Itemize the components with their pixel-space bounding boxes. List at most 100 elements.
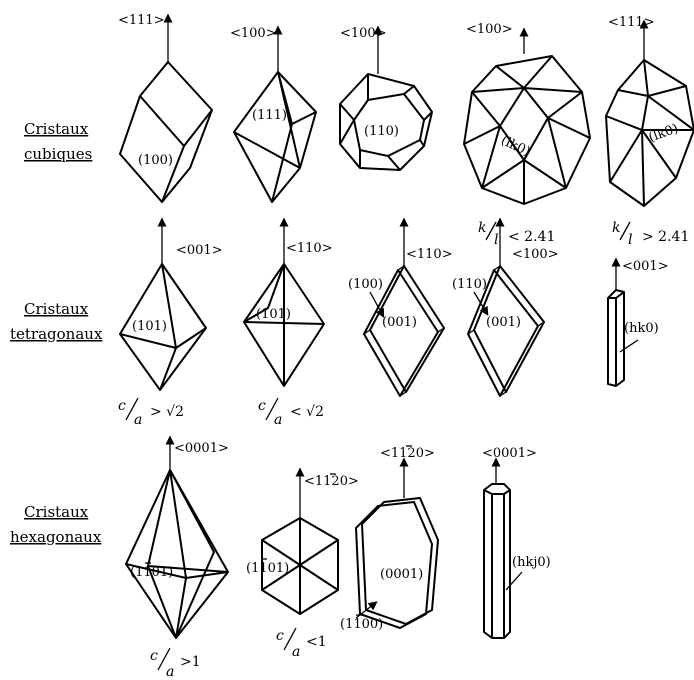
- ratio-relation: < √2: [290, 404, 324, 420]
- prism-outline: [607, 289, 625, 387]
- direction-label: <111>: [608, 15, 655, 30]
- prism-edges: [608, 291, 625, 386]
- direction-label: <001>: [176, 243, 223, 258]
- octahedron-outline: [233, 71, 317, 203]
- crystal-cubic-1: <111> (100): [118, 13, 213, 203]
- face-label-top: (001): [382, 315, 417, 330]
- leader-arrow: [369, 291, 385, 318]
- row-title-hexagonal-line2: hexagonaux: [10, 528, 102, 546]
- ratio-numerator: c: [150, 648, 158, 664]
- crystal-cubic-5: <111> (lk0) k l > 2.41: [605, 15, 694, 248]
- ratio-slash: [265, 397, 279, 421]
- ratio-slash: [157, 647, 171, 671]
- direction-label: <001>: [622, 259, 669, 274]
- ratio-numerator: k: [612, 220, 620, 236]
- direction-label: <1120>: [304, 474, 359, 489]
- ratio-label: c a <1: [276, 627, 327, 660]
- ratio-denominator: l: [494, 232, 498, 248]
- crystal-cubic-4: <100> (lk0) k l < 2.41: [463, 22, 591, 248]
- face-label: (101): [132, 319, 167, 334]
- direction-label: <111>: [118, 13, 165, 28]
- leader-arrow: [473, 291, 489, 316]
- hexagon-edges: [261, 518, 339, 614]
- tetrahexahedron-111-edges: [605, 59, 694, 207]
- crystal-hexagonal-3: <1120> (0001) (1100): [340, 445, 439, 632]
- row-title-tetragonal: Cristaux tetragonaux: [10, 300, 103, 343]
- cube-outline: [119, 61, 213, 203]
- direction-label: <1120>: [380, 446, 435, 461]
- ratio-denominator: a: [292, 644, 300, 660]
- row-title-tetragonal-line2: tetragonaux: [10, 325, 103, 343]
- face-label: (hkj0): [512, 555, 551, 570]
- dodecahedron-edges: [339, 74, 433, 171]
- direction-label: <0001>: [482, 446, 537, 461]
- crystal-hexagonal-1: <0001> (1101) c a >1: [125, 435, 229, 680]
- ratio-label: k l > 2.41: [612, 220, 689, 248]
- row-title-hexagonal: Cristaux hexagonaux: [10, 503, 102, 546]
- dodecahedron-inner-face: [353, 93, 425, 157]
- ratio-label: c a >1: [150, 647, 201, 680]
- face-label-side: (100): [348, 277, 383, 292]
- face-label: (111): [252, 108, 287, 123]
- hex-prism-outline: [483, 483, 511, 639]
- crystal-cubic-3: <100> (110): [339, 25, 433, 171]
- face-label: (101): [256, 307, 291, 322]
- leader-line: [505, 571, 523, 591]
- ratio-denominator: a: [134, 412, 142, 428]
- face-label-top: (0001): [380, 567, 423, 582]
- plate-thickness-edges: [467, 265, 545, 397]
- ratio-relation: < 2.41: [508, 229, 555, 245]
- row-title-hexagonal-line1: Cristaux: [24, 503, 89, 521]
- ratio-label: c a > √2: [118, 397, 184, 428]
- face-label: (1101): [130, 565, 173, 580]
- row-title-cubic: Cristaux cubiques: [24, 120, 92, 163]
- crystal-hexagonal-2: <1120> (1101) c a <1: [246, 467, 359, 660]
- ratio-slash: [125, 397, 139, 421]
- octahedron-edges: [233, 71, 317, 203]
- crystal-tetragonal-4: <100> (001) (110): [452, 217, 559, 397]
- crystal-tetragonal-3: <110> (001) (100): [348, 217, 453, 397]
- bipyramid-edges: [119, 263, 207, 391]
- face-label: (hk0): [624, 321, 659, 336]
- ratio-denominator: a: [166, 664, 174, 680]
- crystal-tetragonal-2: <110> (101) c a < √2: [243, 217, 333, 428]
- ratio-relation: > 2.41: [642, 229, 689, 245]
- ratio-label: c a < √2: [258, 397, 324, 428]
- direction-label: <100>: [230, 26, 277, 41]
- direction-label: <100>: [466, 22, 513, 37]
- direction-label: <100>: [340, 26, 387, 41]
- face-label: (110): [364, 124, 399, 139]
- hex-prism-edges: [483, 489, 511, 638]
- face-label: (1101): [246, 561, 289, 576]
- ratio-numerator: c: [258, 398, 266, 414]
- leader-arrow: [355, 601, 378, 619]
- direction-label: <110>: [286, 241, 333, 256]
- ratio-slash: [283, 627, 297, 651]
- direction-label: <0001>: [174, 441, 229, 456]
- face-label-top: (001): [486, 315, 521, 330]
- cube-edges: [139, 95, 213, 203]
- face-label: (100): [138, 153, 173, 168]
- tetrahexahedron-edges: [463, 55, 591, 204]
- ratio-numerator: c: [276, 628, 284, 644]
- row-title-tetragonal-line1: Cristaux: [24, 300, 89, 318]
- crystal-hexagonal-4: <0001> (hkj0): [482, 446, 551, 639]
- ratio-label: k l < 2.41: [478, 220, 555, 248]
- crystal-tetragonal-1: <001> (101) c a > √2: [118, 217, 223, 428]
- crystal-cubic-2: <100> (111): [230, 25, 317, 203]
- crystal-tetragonal-5: <001> (hk0): [607, 257, 669, 387]
- ratio-slash: [619, 221, 631, 241]
- bipyramid-edges: [243, 263, 325, 386]
- face-label-side: (1100): [340, 617, 383, 632]
- ratio-relation: >1: [180, 654, 201, 670]
- face-label: (lk0): [647, 121, 681, 146]
- ratio-denominator: l: [628, 232, 632, 248]
- ratio-numerator: k: [478, 220, 486, 236]
- ratio-slash: [485, 221, 497, 241]
- row-title-cubic-line1: Cristaux: [24, 120, 89, 138]
- plate-thickness-edges: [363, 265, 445, 397]
- ratio-denominator: a: [274, 412, 282, 428]
- tetrahexahedron-outline: [463, 55, 591, 205]
